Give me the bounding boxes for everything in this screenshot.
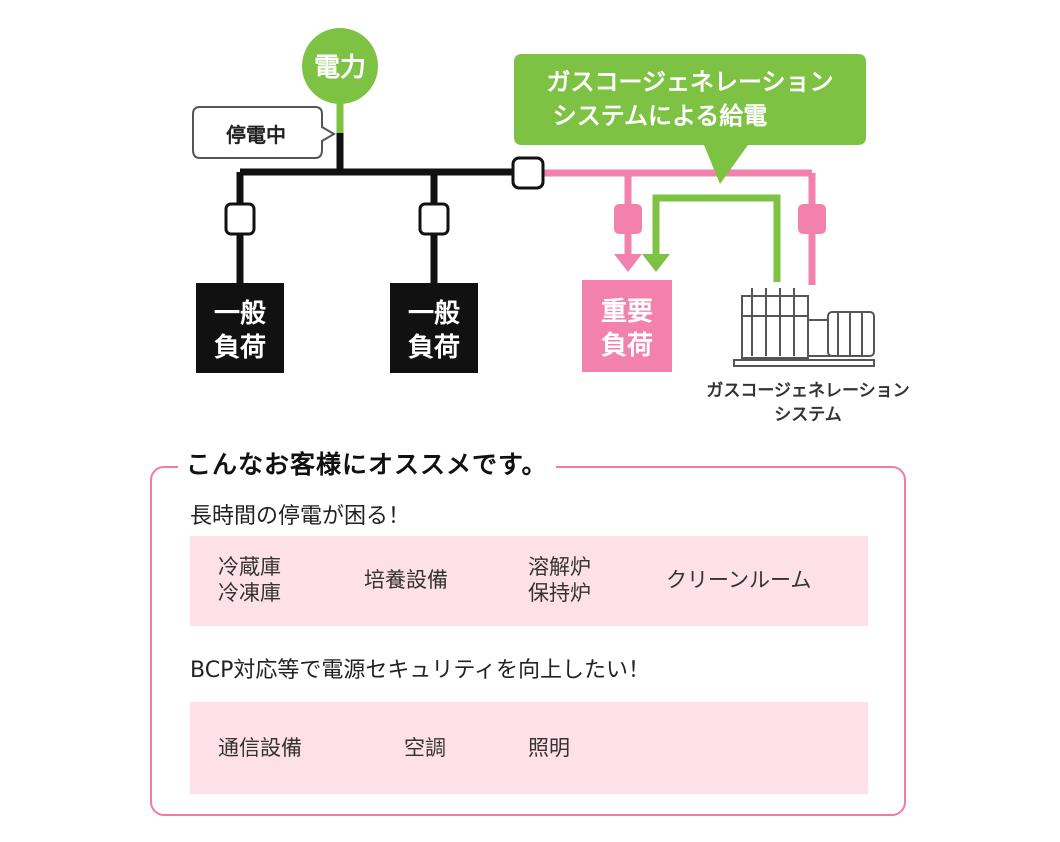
section-title-bcp: BCP対応等で電源セキュリティを向上したい！ [190, 658, 651, 683]
generator-label-line1: ガスコージェネレーション [706, 381, 909, 401]
power-supply-diagram: 電力 停電中 ガスコージェネレーション システムによる給電 一般 負荷 一般 負… [192, 28, 910, 425]
pink-arrow-head [614, 254, 642, 272]
callout-line1: ガスコージェネレーション [546, 68, 833, 96]
general-load-box-2 [390, 283, 478, 373]
item-melting-furnace: 溶解炉 保持炉 [528, 554, 591, 606]
item-melting-furnace-line1: 溶解炉 [528, 555, 591, 579]
breaker-critical [614, 204, 642, 234]
cogeneration-callout [514, 54, 866, 184]
item-refrigerator: 冷蔵庫 冷凍庫 [218, 554, 281, 606]
outage-callout [192, 106, 336, 159]
section-title-outage: 長時間の停電が困る！ [190, 504, 411, 529]
item-refrigerator-line1: 冷蔵庫 [218, 555, 281, 579]
breaker-load-2 [418, 202, 450, 236]
general-load-2-line2: 負荷 [408, 333, 460, 363]
cogeneration-supply-lines [540, 169, 816, 285]
item-refrigerator-line2: 冷凍庫 [218, 581, 281, 605]
outage-items-band [190, 536, 868, 626]
item-air-conditioning: 空調 [404, 736, 446, 760]
general-load-1-line1: 一般 [214, 299, 266, 329]
green-arrow-head [642, 254, 670, 272]
bcp-items-band [190, 702, 868, 794]
recommendation-title: こんなお客様にオススメです。 [178, 448, 556, 482]
breaker-load-1 [224, 202, 256, 236]
critical-load-box [582, 280, 672, 372]
power-node [302, 28, 378, 104]
generator-label-line2: システム [774, 405, 842, 425]
critical-load-line1: 重要 [601, 297, 653, 327]
item-lighting: 照明 [528, 736, 570, 760]
critical-load-line2: 負荷 [601, 331, 653, 361]
item-communication-equipment: 通信設備 [218, 736, 302, 760]
item-clean-room: クリーンルーム [666, 568, 812, 592]
item-melting-furnace-line2: 保持炉 [528, 581, 591, 605]
general-load-box-1 [196, 283, 284, 373]
generator-icon [733, 288, 875, 367]
general-load-2-line1: 一般 [408, 299, 460, 329]
main-switch [511, 156, 545, 190]
breaker-generator [798, 204, 826, 234]
item-culture-equipment: 培養設備 [364, 568, 448, 592]
callout-line2: システムによる給電 [553, 102, 768, 130]
green-feed-line [652, 194, 781, 282]
power-label: 電力 [314, 53, 366, 83]
outage-label: 停電中 [226, 123, 286, 147]
general-load-1-line2: 負荷 [214, 333, 266, 363]
